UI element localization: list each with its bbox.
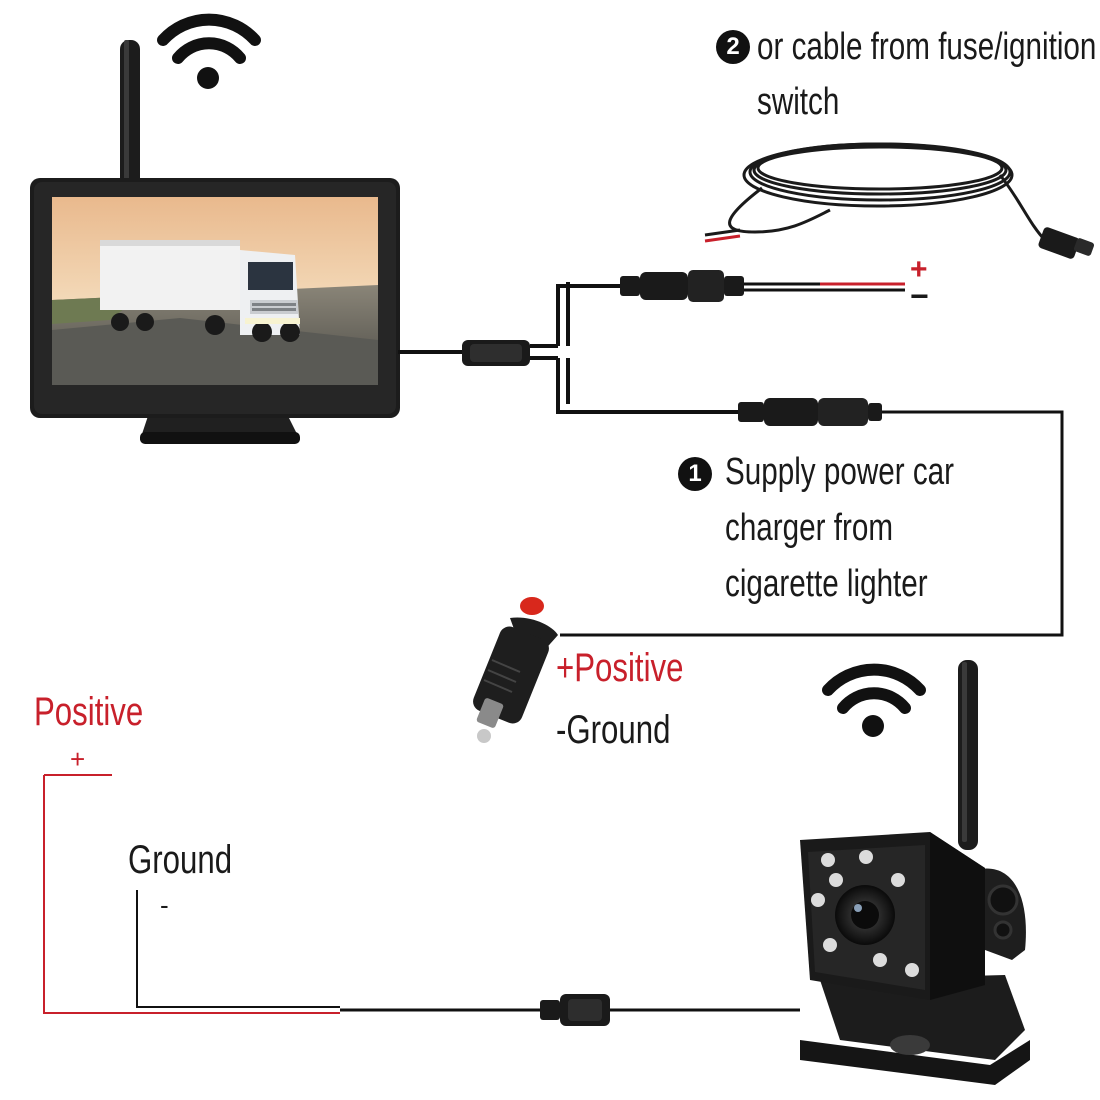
option2-badge: 2 [716,30,750,64]
camera-positive-label: Positive [34,690,144,734]
coiled-power-cable [704,142,1095,259]
camera-positive-sign: + [70,744,86,774]
fuse-wire-branch [620,270,905,302]
monitor-antenna [120,40,140,190]
monitor-cable [398,282,738,414]
lighter-positive-label: +Positive [556,646,684,690]
option1-badge: 1 [678,457,712,491]
camera [800,660,1030,1085]
camera-cable [43,774,800,1026]
option2-line1: or cable from fuse/ignition [757,26,1097,68]
monitor-screen [52,197,378,385]
option1-line2: charger from [725,507,894,549]
wire-plus-sign: + [910,253,928,286]
option1-line3: cigarette lighter [725,563,928,605]
lighter-wire-branch [560,398,1064,637]
wifi-icon-monitor [157,13,261,89]
option1-line1: Supply power car [725,451,955,493]
lighter-ground-label: -Ground [556,708,671,752]
cigarette-lighter-plug-icon [473,597,558,743]
camera-ground-sign: - [160,890,169,920]
camera-antenna [958,660,978,850]
option2-line2: switch [757,81,840,123]
wifi-icon-camera [822,663,926,737]
monitor [30,40,400,444]
wire-minus-sign: − [910,278,929,314]
camera-ground-label: Ground [128,838,233,882]
camera-ir-leds [811,850,919,977]
